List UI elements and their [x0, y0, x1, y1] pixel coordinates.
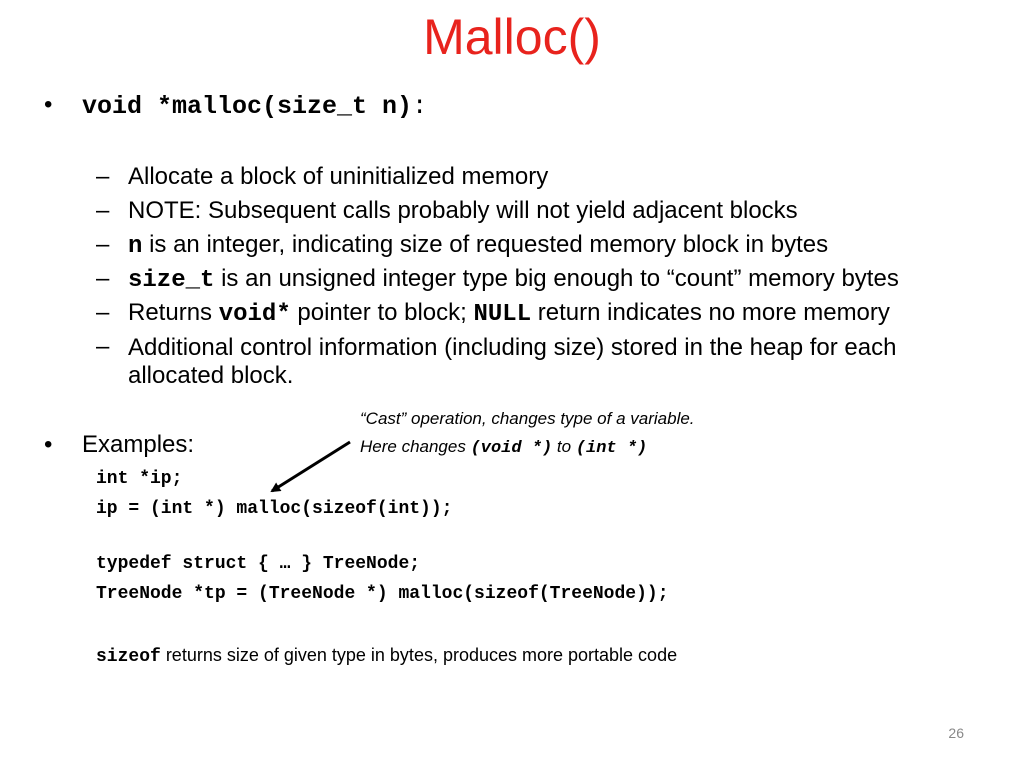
signature-colon: : — [412, 92, 428, 121]
dash-marker: – — [96, 197, 110, 224]
n-code: n — [128, 233, 143, 260]
null-code: NULL — [473, 301, 532, 328]
returns-mid: pointer to block; — [290, 299, 474, 326]
void-ptr-code: void* — [218, 301, 291, 328]
dash-marker: – — [96, 163, 110, 190]
subitem-note: NOTE: Subsequent calls probably will not… — [128, 197, 798, 224]
code-line-typedef: typedef struct { … } TreeNode; — [96, 554, 421, 574]
slide-title: Malloc() — [423, 9, 601, 65]
malloc-signature-line: void *malloc(size_t n): — [82, 90, 427, 122]
callout-pre: Here changes — [360, 437, 471, 456]
subitem-n-param: n is an integer, indicating size of requ… — [128, 230, 828, 262]
subitem-control-info: Additional control information (includin… — [128, 334, 897, 389]
size-t-description: is an unsigned integer type big enough t… — [214, 265, 899, 292]
returns-post: return indicates no more memory — [531, 299, 890, 326]
examples-label: Examples: — [82, 431, 195, 458]
callout-int-cast: (int *) — [575, 439, 648, 458]
n-description: is an integer, indicating size of reques… — [142, 231, 829, 258]
dash-marker: – — [96, 333, 110, 360]
code-line-ip-malloc: ip = (int *) malloc(sizeof(int)); — [96, 499, 453, 519]
malloc-signature: void *malloc(size_t n) — [82, 92, 413, 121]
bullet-marker: • — [44, 91, 53, 118]
arrow-line — [270, 440, 351, 493]
size-t-code: size_t — [128, 267, 215, 294]
subitem-allocate: Allocate a block of uninitialized memory — [128, 163, 549, 190]
cast-callout-line2: Here changes (void *) to (int *) — [360, 436, 647, 460]
dash-marker: – — [96, 265, 110, 292]
sizeof-description: returns size of given type in bytes, pro… — [160, 645, 678, 665]
returns-pre: Returns — [128, 299, 219, 326]
callout-void-cast: (void *) — [470, 439, 553, 458]
dash-marker: – — [96, 231, 110, 258]
code-line-int-ip: int *ip; — [96, 469, 183, 489]
dash-marker: – — [96, 299, 110, 326]
subitem-returns: Returns void* pointer to block; NULL ret… — [128, 298, 890, 330]
cast-callout-line1: “Cast” operation, changes type of a vari… — [360, 409, 695, 428]
bullet-marker: • — [44, 431, 53, 458]
sizeof-code: sizeof — [96, 647, 161, 667]
sizeof-note: sizeof returns size of given type in byt… — [96, 644, 677, 668]
page-number: 26 — [948, 725, 964, 741]
callout-mid: to — [552, 437, 576, 456]
subitem-size-t: size_t is an unsigned integer type big e… — [128, 264, 899, 296]
code-line-treenode-malloc: TreeNode *tp = (TreeNode *) malloc(sizeo… — [96, 584, 669, 604]
